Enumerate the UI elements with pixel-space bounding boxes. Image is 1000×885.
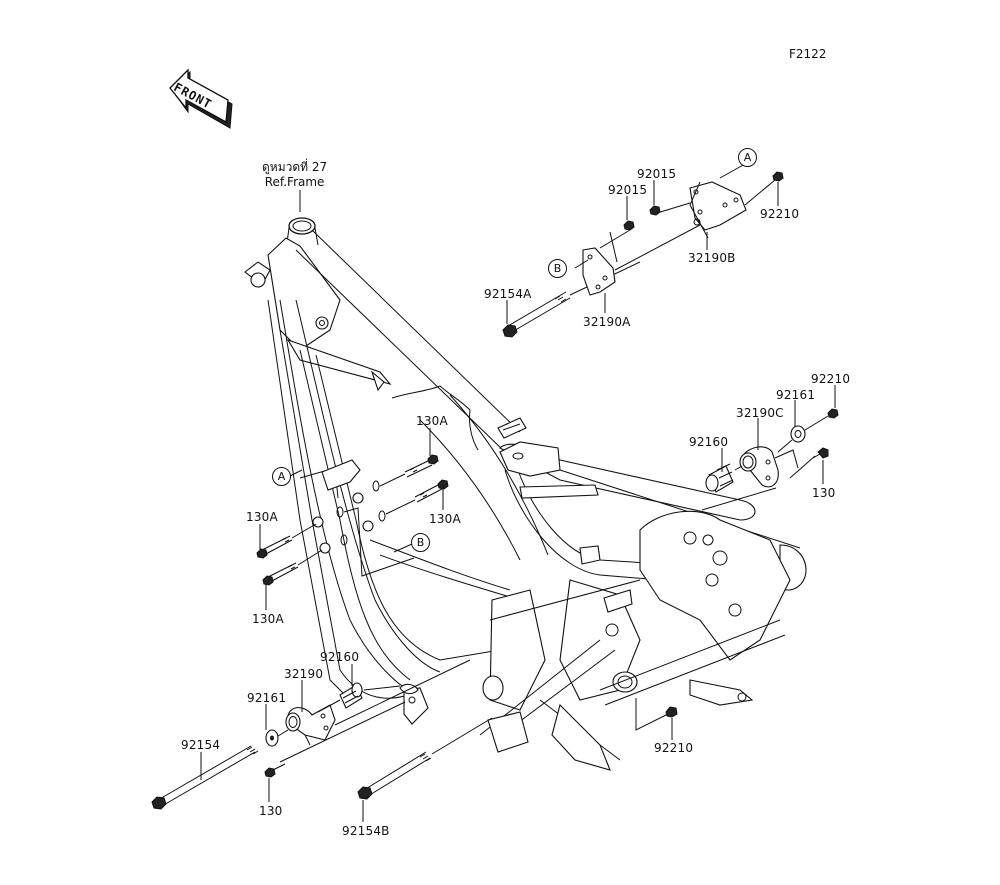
part-label-130A-top[interactable]: 130A	[416, 414, 448, 428]
lower-right-nut-92210	[635, 698, 678, 731]
part-label-32190C[interactable]: 32190C	[736, 406, 784, 420]
upper-engine-bracket-assembly	[502, 163, 784, 338]
part-label-92210-top[interactable]: 92210	[760, 207, 800, 221]
reference-frame-link[interactable]: Ref.Frame	[264, 175, 325, 189]
part-label-130A-mid[interactable]: 130A	[429, 512, 461, 526]
front-arrow-icon	[169, 68, 233, 129]
part-label-130-right[interactable]: 130	[812, 486, 836, 500]
part-label-130-left[interactable]: 130	[259, 804, 283, 818]
part-label-92154A[interactable]: 92154A	[484, 287, 532, 301]
part-label-130A-left1[interactable]: 130A	[246, 510, 278, 524]
reference-block[interactable]: ดูหมวดที่ 27 Ref.Frame	[262, 160, 327, 190]
part-label-130A-left2[interactable]: 130A	[252, 612, 284, 626]
part-label-92210-bottom[interactable]: 92210	[654, 741, 694, 755]
left-bolts-130a	[256, 454, 449, 586]
part-label-92161-right[interactable]: 92161	[776, 388, 816, 402]
part-label-92160-left[interactable]: 92160	[320, 650, 360, 664]
callout-a-top: A	[738, 148, 757, 167]
callout-a-frame: A	[272, 467, 291, 486]
callout-b-top: B	[548, 259, 567, 278]
part-label-32190A[interactable]: 32190A	[583, 315, 631, 329]
part-label-92160-right[interactable]: 92160	[689, 435, 729, 449]
right-engine-mount-assembly	[701, 408, 839, 511]
part-label-92015-upper[interactable]: 92015	[637, 167, 677, 181]
leader-lines	[200, 180, 836, 822]
part-label-92015-lower[interactable]: 92015	[608, 183, 648, 197]
reference-thai-text: ดูหมวดที่ 27	[262, 160, 328, 174]
part-label-32190[interactable]: 32190	[284, 667, 324, 681]
lower-left-engine-mount-assembly	[151, 659, 493, 810]
part-label-92161-left[interactable]: 92161	[247, 691, 287, 705]
figure-code: F2122	[789, 47, 827, 61]
callout-b-frame: B	[411, 533, 430, 552]
part-label-92154[interactable]: 92154	[181, 738, 221, 752]
part-label-92210-right[interactable]: 92210	[811, 372, 851, 386]
part-label-92154B[interactable]: 92154B	[342, 824, 390, 838]
part-label-32190B[interactable]: 32190B	[688, 251, 736, 265]
motorcycle-frame	[244, 217, 807, 771]
